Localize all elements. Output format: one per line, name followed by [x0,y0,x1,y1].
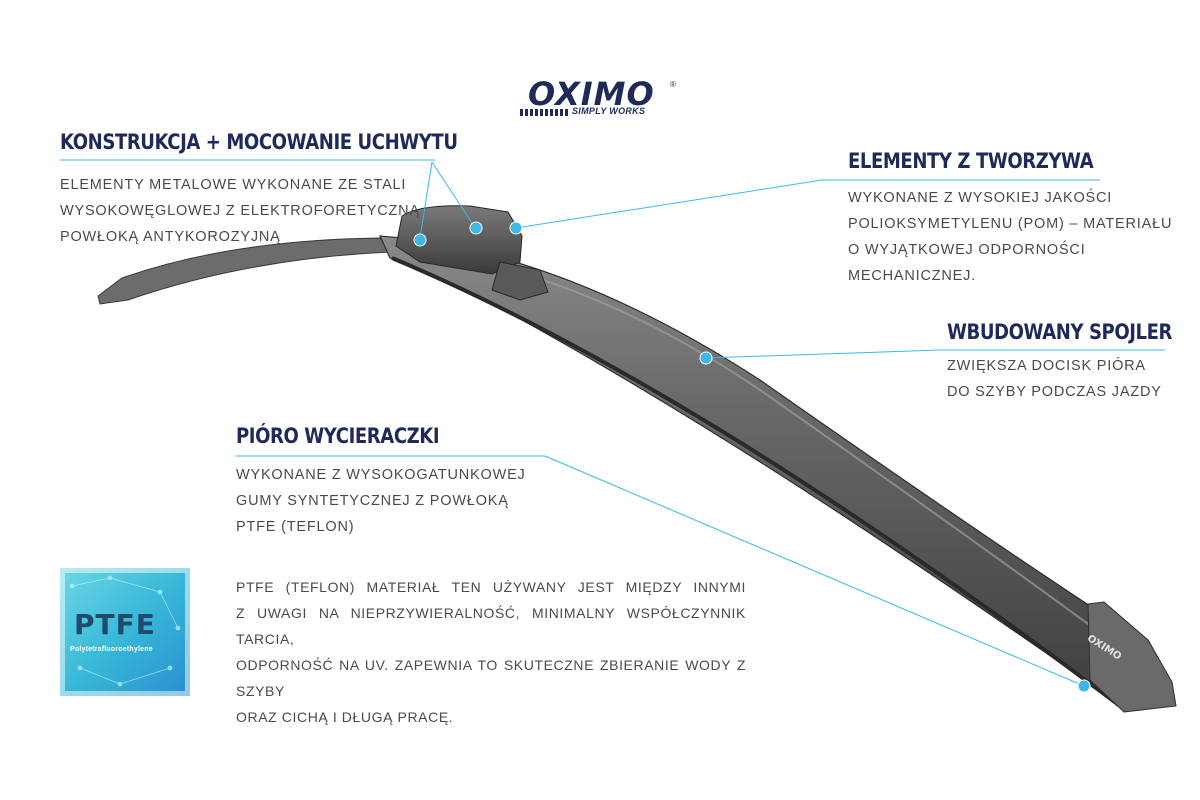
logo-wordmark: OXIMO [528,75,655,113]
blade-line: GUMY SYNTETYCZNEJ Z POWŁOKĄ [236,493,509,509]
spoiler-heading: WBUDOWANY SPOJLER [947,320,1173,344]
pointer-dot-icon [509,221,523,235]
ptfe-badge-sublabel: Polytetrafluoroethylene [70,646,153,653]
blade-line: WYKONANE Z WYSOKOGATUNKOWEJ [236,467,526,483]
logo-tagline: SIMPLY WORKS [572,106,646,116]
ptfe-info-line: Z UWAGI NA NIEPRZYWIERALNOŚĆ, MINIMALNY … [236,605,746,647]
plastic-line: POLIOKSYMETYLENU (POM) – MATERIAŁU [848,216,1173,232]
plastic-heading: ELEMENTY Z TWORZYWA [848,149,1094,173]
oximo-logo: OXIMO ® SIMPLY WORKS [520,76,680,120]
blade-description: WYKONANE Z WYSOKOGATUNKOWEJ GUMY SYNTETY… [236,462,526,540]
plastic-line: O WYJĄTKOWEJ ODPORNOŚCI [848,242,1086,258]
ptfe-info-line: ORAZ CICHĄ I DŁUGĄ PRACĘ. [236,709,454,725]
pointer-dot-icon [1077,679,1091,693]
spoiler-line: ZWIĘKSZA DOCISK PIÓRA [947,358,1146,374]
plastic-line: WYKONANE Z WYSOKIEJ JAKOŚCI [848,190,1113,206]
logo-stripes [520,109,570,116]
pointer-dot-icon [413,233,427,247]
ptfe-info-text: PTFE (TEFLON) MATERIAŁ TEN UŻYWANY JEST … [236,574,746,730]
ptfe-badge-icon: PTFE Polytetrafluoroethylene [60,568,190,696]
ptfe-info-line: PTFE (TEFLON) MATERIAŁ TEN UŻYWANY JEST … [236,579,746,595]
logo-registered-mark: ® [670,80,676,89]
mount-line: POWŁOKĄ ANTYKOROZYJNĄ [60,229,281,245]
blade-line: PTFE (TEFLON) [236,519,355,535]
ptfe-info-line: ODPORNOŚĆ NA UV. ZAPEWNIA TO SKUTECZNE Z… [236,657,746,699]
mount-line: ELEMENTY METALOWE WYKONANE ZE STALI [60,177,407,193]
mount-heading: KONSTRUKCJA + MOCOWANIE UCHWYTU [60,130,458,154]
mount-description: ELEMENTY METALOWE WYKONANE ZE STALI WYSO… [60,172,420,250]
pointer-dot-icon [699,351,713,365]
pointer-dot-icon [469,221,483,235]
blade-heading: PIÓRO WYCIERACZKI [236,424,440,448]
spoiler-description: ZWIĘKSZA DOCISK PIÓRA DO SZYBY PODCZAS J… [947,353,1162,405]
ptfe-badge-label: PTFE [74,608,156,641]
spoiler-line: DO SZYBY PODCZAS JAZDY [947,384,1162,400]
plastic-description: WYKONANE Z WYSOKIEJ JAKOŚCI POLIOKSYMETY… [848,185,1172,289]
plastic-line: MECHANICZNEJ. [848,268,977,284]
mount-line: WYSOKOWĘGLOWEJ Z ELEKTROFORETYCZNĄ [60,203,420,219]
